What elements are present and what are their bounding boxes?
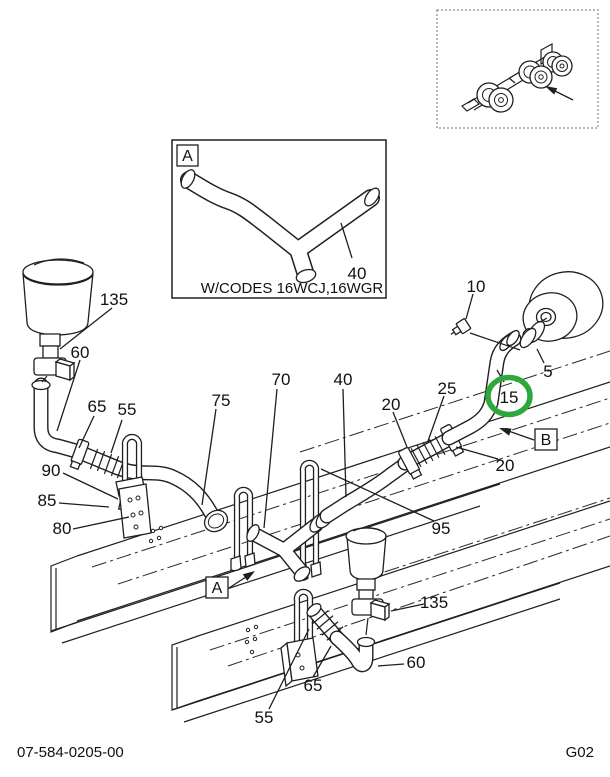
breather-canister-bottom [345,527,391,636]
pipe-60-bottom-open-end [356,636,376,648]
ref-label-b: B [541,432,552,449]
callout-135-left: 135 [100,290,128,309]
detail-box-a: A 40 W/CODES 16WCJ,16WGR [171,139,387,299]
detail-callout-40: 40 [348,264,367,283]
y-connector-70 [246,507,335,582]
wheel-group [476,51,573,113]
breather-clamp-5 [519,317,548,349]
callout-65-bottom: 65 [304,676,323,695]
highlighted-part-15[interactable]: 15 [485,374,533,418]
callout-20-rear: 20 [496,456,515,475]
callout-55-bottom: 55 [255,708,274,727]
callout-70: 70 [272,370,291,389]
bolt-axis-line [469,332,521,351]
detail-ref-label: A [182,148,193,165]
detail-ref-box [176,144,199,167]
callout-15-highlighted[interactable]: 15 [500,388,519,407]
footer-page-code: G02 [566,744,594,761]
bracket-plate-80 [118,483,152,539]
truck-chassis-thumbnail [461,42,574,113]
bolt-10 [450,318,472,336]
callout-25: 25 [438,379,457,398]
detail-caption: W/CODES 16WCJ,16WGR [201,280,384,297]
callout-135-bottom: 135 [420,593,448,612]
hose-clamp-65 [69,438,90,471]
callout-60-bottom: 60 [407,653,426,672]
pipe-60-open-end [31,379,51,391]
callout-90: 90 [42,461,61,480]
callout-55-left: 55 [118,400,137,419]
ubolt-55-bottom [293,588,314,645]
ref-marker-a: A [205,571,255,599]
y-tube-detail-drawing [180,169,380,284]
detail-callout-leader [340,222,353,259]
hose-25-ribs [410,435,446,468]
footer-doc-number: 07-584-0205-00 [17,744,124,761]
callout-80: 80 [53,519,72,538]
callout-95: 95 [432,519,451,538]
highlight-circle[interactable] [485,374,533,418]
callout-75: 75 [212,391,231,410]
inset-border [436,9,599,129]
bracket-80-85-90 [115,476,152,539]
callout-65-left: 65 [88,397,107,416]
pipe-60-65-75-left [31,377,229,533]
rail-holes-upper [148,525,164,544]
frame-rail-lower [171,497,610,723]
rail-holes-lower [244,624,259,655]
callout-40: 40 [334,370,353,389]
callout-leaders [56,293,545,710]
locator-arrow-head [545,86,558,95]
ref-label-a: A [212,580,223,597]
pipe-60-bottom [329,630,376,673]
hose-clamp-20-front [398,446,423,480]
breather-canister-left [22,258,94,383]
callout-10: 10 [467,277,486,296]
chassis-locator-inset [436,9,599,129]
ubolt-center-a [230,486,256,572]
callout-60-left: 60 [71,343,90,362]
callout-labels: 135 60 65 55 90 85 80 75 70 40 20 25 10 … [38,277,553,727]
callout-5: 5 [543,362,552,381]
callout-20-front: 20 [382,395,401,414]
canister-neck [39,333,61,347]
callout-85: 85 [38,491,57,510]
ref-marker-b: B [499,428,558,451]
